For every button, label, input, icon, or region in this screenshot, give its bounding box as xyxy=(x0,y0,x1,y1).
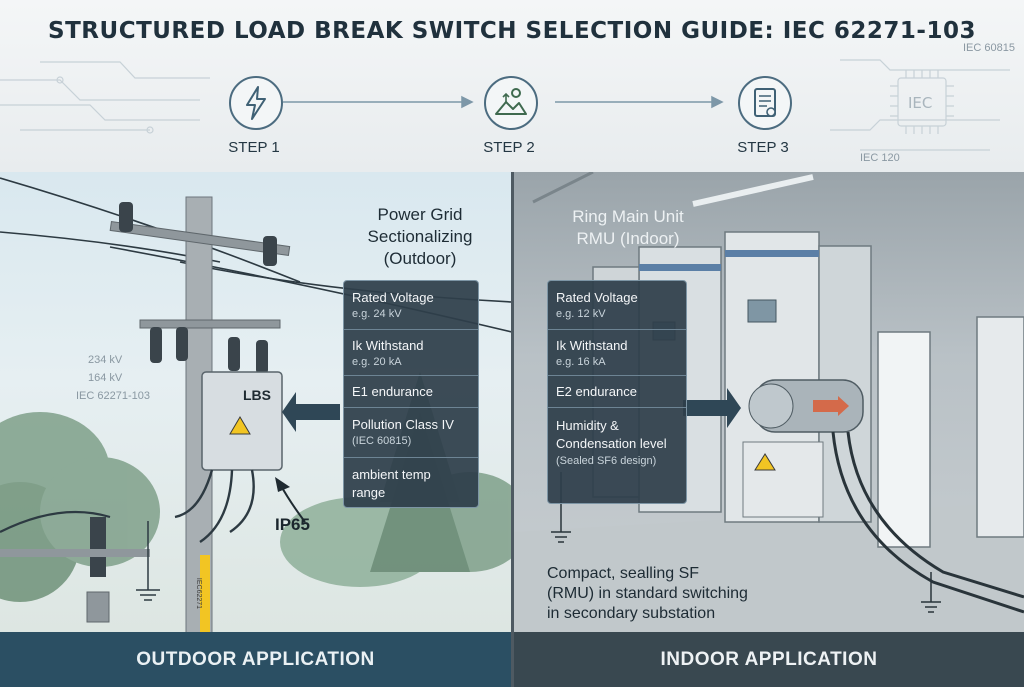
spec-row: Humidity & Condensation level (Sealed SF… xyxy=(548,407,686,504)
spec-value: e.g. 24 kV xyxy=(352,308,402,320)
landscape-icon xyxy=(495,88,527,115)
header-tag-iec-60815: IEC 60815 xyxy=(963,42,1015,54)
spec-title: Rated Voltage xyxy=(556,290,638,305)
header: IEC STRUCTURED LOAD BREAK SWITCH SELECTI… xyxy=(0,0,1024,172)
spec-value: e.g. 20 kA xyxy=(352,356,402,368)
spec-value: e.g. 12 kV xyxy=(556,308,606,320)
spec-title: Humidity & xyxy=(556,418,619,433)
spec-title: Condensation level xyxy=(556,436,667,451)
circuit-decoration: IEC xyxy=(0,59,1010,151)
indoor-heading: Ring Main Unit RMU (Indoor) xyxy=(543,206,713,250)
spec-row: Pollution Class IV (IEC 60815) xyxy=(344,407,478,458)
step-1-circle xyxy=(229,76,283,130)
spec-title: range xyxy=(352,485,386,500)
spec-title: Ik Withstand xyxy=(556,338,628,353)
caption-line: (RMU) in standard switching xyxy=(547,585,748,602)
step-2-circle xyxy=(484,76,538,130)
spec-title: E2 endurance xyxy=(556,384,637,399)
ip-rating-label: IP65 xyxy=(275,515,310,534)
panel-divider xyxy=(511,172,514,687)
indoor-heading-line: Ring Main Unit xyxy=(572,207,684,226)
pole-tag: IEC62271 xyxy=(195,577,203,610)
spec-title: E1 endurance xyxy=(352,384,433,399)
lbs-label: LBS xyxy=(243,387,271,403)
step-2-label: STEP 2 xyxy=(483,139,535,156)
outdoor-heading-line: (Outdoor) xyxy=(383,249,457,268)
spec-title: Pollution Class IV xyxy=(352,417,454,432)
outdoor-arrow xyxy=(282,392,340,432)
spec-row: Rated Voltage e.g. 12 kV xyxy=(548,281,686,329)
spec-row: E1 endurance xyxy=(344,375,478,408)
spec-row: Rated Voltage e.g. 24 kV xyxy=(344,281,478,329)
step-3-circle xyxy=(738,76,792,130)
caption-line: Compact, sealling SF xyxy=(547,565,700,582)
cross-arm xyxy=(109,220,291,257)
spec-row: ambient temp range xyxy=(344,457,478,508)
indoor-heading-line: RMU (Indoor) xyxy=(576,229,680,248)
spec-row: Ik Withstand e.g. 16 kA xyxy=(548,329,686,376)
warning-icon xyxy=(229,416,251,435)
indoor-panel: Ring Main Unit RMU (Indoor) Rated Voltag… xyxy=(513,172,1024,632)
lower-cross-arm xyxy=(139,319,281,329)
tree-line xyxy=(0,372,512,602)
lightning-icon xyxy=(246,86,266,120)
indoor-footer: INDOOR APPLICATION xyxy=(514,632,1024,687)
document-icon xyxy=(754,88,776,117)
spec-title: Ik Withstand xyxy=(352,338,424,353)
spec-title: ambient temp xyxy=(352,467,431,482)
decor-tag-1: 234 kV xyxy=(88,354,123,366)
spec-row: Ik Withstand e.g. 20 kA xyxy=(344,329,478,376)
page-title: STRUCTURED LOAD BREAK SWITCH SELECTION G… xyxy=(48,18,976,44)
outdoor-footer: OUTDOOR APPLICATION xyxy=(0,632,511,687)
iec-badge: IEC xyxy=(908,94,932,112)
decor-tag-2: 164 kV xyxy=(88,372,123,384)
spec-value: e.g. 16 kA xyxy=(556,356,606,368)
indoor-caption: Compact, sealling SF (RMU) in standard s… xyxy=(547,564,748,624)
indoor-arrow xyxy=(683,388,741,428)
spec-title: Rated Voltage xyxy=(352,290,434,305)
step-1-label: STEP 1 xyxy=(228,139,280,156)
outdoor-heading-line: Power Grid xyxy=(377,205,463,224)
caption-line: in secondary substation xyxy=(547,605,716,622)
outdoor-illustration xyxy=(0,177,512,632)
insulators xyxy=(119,202,277,374)
spec-row: E2 endurance xyxy=(548,375,686,408)
outdoor-spec-card: Rated Voltage e.g. 24 kV Ik Withstand e.… xyxy=(343,280,479,508)
outdoor-panel: LBS IP65 IEC62271 234 kV 164 kV IEC 6227… xyxy=(0,172,512,632)
outdoor-heading: Power Grid Sectionalizing (Outdoor) xyxy=(335,204,505,270)
header-tag-iec-120: IEC 120 xyxy=(860,152,900,164)
spec-value: (Sealed SF6 design) xyxy=(556,455,657,467)
spec-value: (IEC 60815) xyxy=(352,435,412,447)
indoor-spec-card: Rated Voltage e.g. 12 kV Ik Withstand e.… xyxy=(547,280,687,504)
step-3-label: STEP 3 xyxy=(737,139,789,156)
decor-tag-3: IEC 62271-103 xyxy=(76,390,150,402)
outdoor-heading-line: Sectionalizing xyxy=(367,227,473,246)
